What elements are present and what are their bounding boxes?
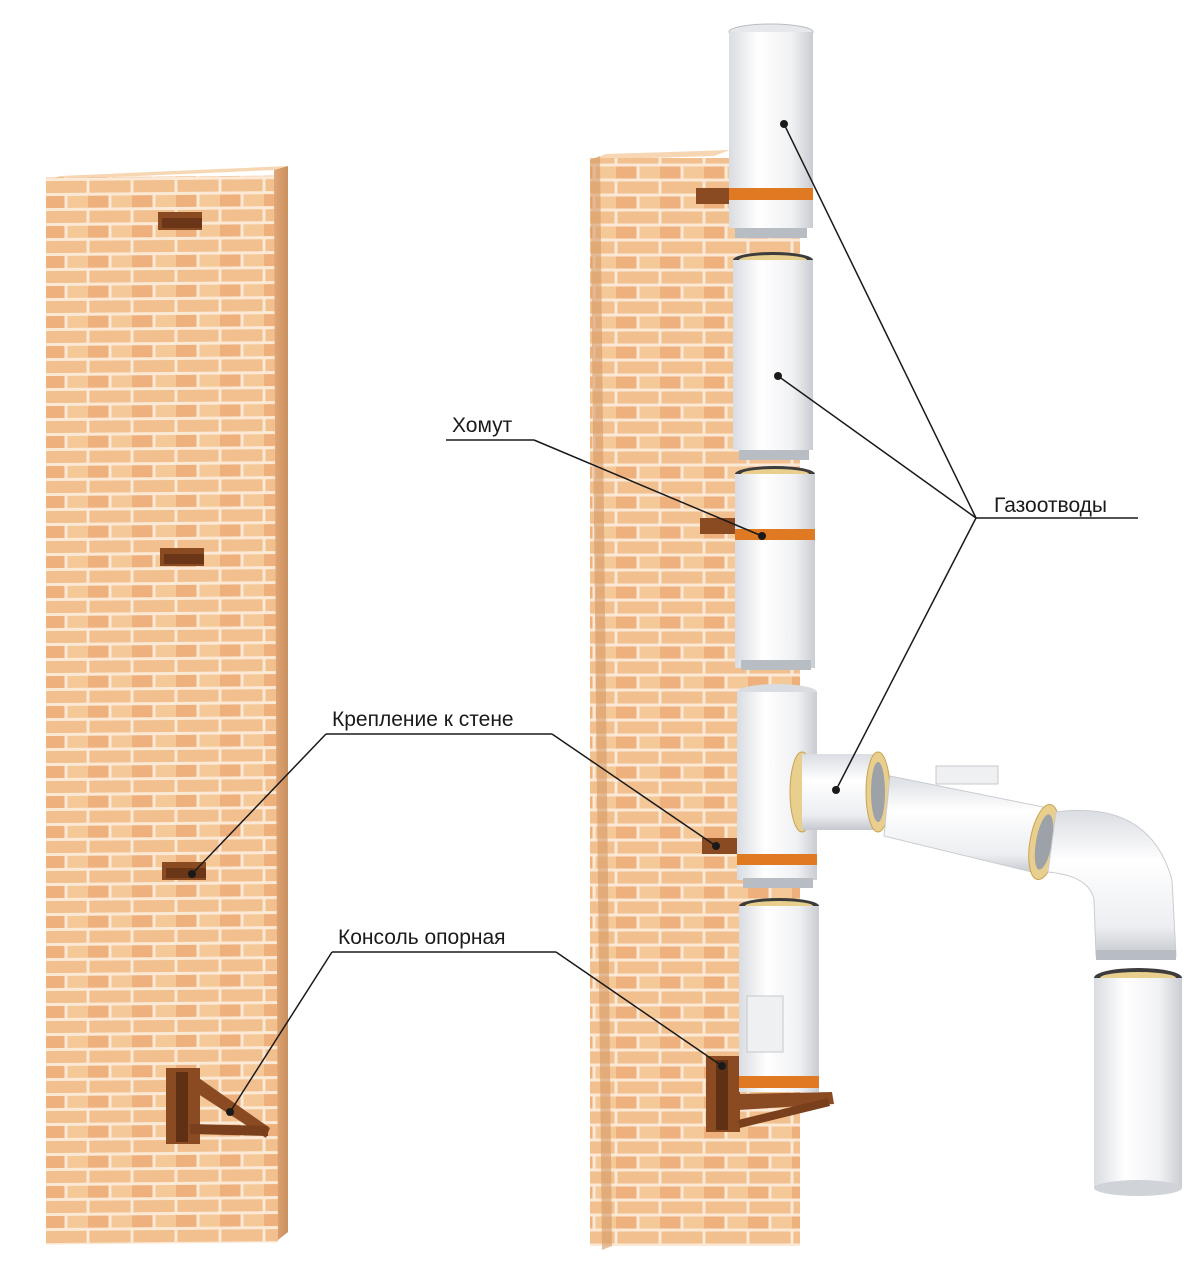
left-wall-mount-2 xyxy=(160,548,204,566)
left-wall-face xyxy=(46,176,278,1245)
label-wall-mount: Крепление к стене xyxy=(332,708,514,731)
pipe-segment-bottom xyxy=(739,898,819,1092)
pipe-segment-top xyxy=(729,24,813,238)
pipe-segment-3 xyxy=(735,466,815,670)
pipe-segment-2 xyxy=(733,252,813,460)
label-support-console: Консоль опорная xyxy=(338,926,506,949)
left-wall-mount-3 xyxy=(162,862,206,880)
left-wall-mount-1 xyxy=(158,212,202,230)
pipe-segment-detached xyxy=(1094,968,1182,1196)
branch-inspection-hatch xyxy=(936,766,998,784)
label-gas-ducts: Газоотводы xyxy=(994,494,1107,517)
elbow-90 xyxy=(1048,810,1176,960)
label-clamp: Хомут xyxy=(452,414,513,437)
right-wall-mount-mid xyxy=(700,518,738,534)
clamp-band-mid xyxy=(735,529,815,540)
clamp-band-tee xyxy=(737,854,817,865)
inspection-hatch xyxy=(747,996,783,1052)
clamp-band-top xyxy=(729,188,813,200)
clamp-band-bottom xyxy=(739,1076,819,1088)
label-gas-ducts-group: Газоотводы xyxy=(774,120,1138,794)
horizontal-branch-pipe xyxy=(790,752,1064,882)
